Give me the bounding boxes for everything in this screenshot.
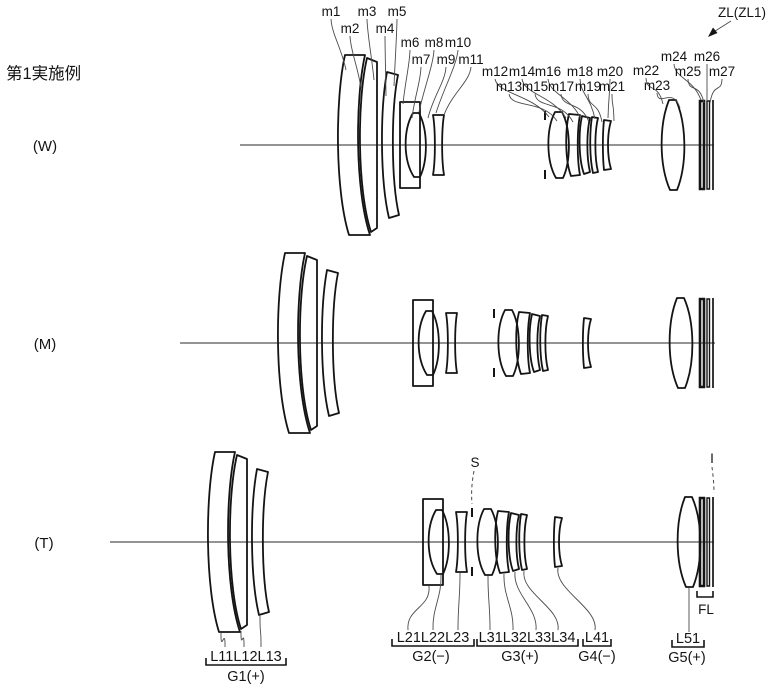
- system-label-arrowhead-icon: [708, 27, 718, 37]
- surface-label-m26: m26: [694, 49, 720, 64]
- lens-list-label-G4: L41: [585, 630, 609, 646]
- surface-label-m18: m18: [567, 64, 593, 79]
- surface-label-m5: m5: [388, 4, 407, 19]
- surface-label-m6: m6: [401, 35, 420, 50]
- surface-label-m19: m19: [575, 79, 601, 94]
- surface-leader-m21: [611, 93, 615, 122]
- surface-leader-m11: [443, 66, 472, 116]
- surface-leader-m15: [534, 93, 574, 123]
- surface-label-m13: m13: [496, 79, 522, 94]
- group-label-G4: G4(−): [578, 649, 615, 665]
- aperture-stop-leader: [471, 470, 475, 505]
- surface-label-m1: m1: [322, 4, 341, 19]
- group-bracket-G1: [205, 658, 287, 666]
- bottom-leader-L34: [523, 570, 559, 631]
- surface-leader-m13: [508, 93, 558, 122]
- bottom-leader-L22: [432, 574, 442, 631]
- surface-leader-m7: [411, 66, 422, 119]
- row-label-middle: (M): [34, 336, 57, 353]
- surface-label-m16: m16: [535, 64, 561, 79]
- surface-label-m14: m14: [509, 64, 536, 79]
- surface-leader-m25: [687, 78, 705, 104]
- surface-leader-m2: [349, 35, 362, 89]
- bottom-leader-L23: [457, 572, 461, 631]
- surface-label-m27: m27: [709, 64, 735, 79]
- group-label-G2: G2(−): [412, 649, 449, 665]
- surface-leader-m3: [366, 18, 375, 81]
- surface-leader-m4: [384, 35, 387, 97]
- group-label-G5: G5(+): [668, 650, 705, 666]
- surface-label-m17: m17: [548, 79, 574, 94]
- surface-label-m12: m12: [482, 64, 508, 79]
- bottom-leader-L32: [503, 573, 514, 631]
- row-label-wide: (W): [33, 138, 57, 155]
- surface-label-m11: m11: [458, 52, 483, 67]
- group-bracket-G4: [582, 639, 612, 647]
- bottom-leader-L11: [220, 632, 226, 648]
- surface-leader-m19: [587, 93, 603, 123]
- group-label-G3: G3(+): [501, 649, 538, 665]
- surface-label-m22: m22: [633, 63, 659, 78]
- filter-bracket: [696, 591, 714, 598]
- surface-leader-m24: [673, 63, 702, 101]
- aperture-stop-label: S: [470, 455, 479, 470]
- surface-label-m21: m21: [599, 79, 625, 94]
- surface-leader-m17: [560, 93, 590, 123]
- lens-list-label-G1: L11L12L13: [210, 649, 282, 665]
- image-plane-label: I: [710, 451, 714, 466]
- surface-label-m15: m15: [522, 79, 548, 94]
- bottom-leader-L21: [407, 585, 430, 631]
- surface-leader-m18: [579, 78, 596, 120]
- group-bracket-G5: [671, 640, 705, 648]
- surface-leader-m20: [607, 78, 611, 119]
- surface-label-m25: m25: [675, 64, 701, 79]
- bottom-leader-L41: [557, 567, 596, 631]
- bottom-leader-L13: [259, 615, 262, 648]
- surface-leader-m6: [402, 49, 411, 105]
- row-label-tele: (T): [34, 535, 53, 552]
- surface-label-m2: m2: [341, 21, 360, 36]
- surface-label-m8: m8: [425, 35, 444, 50]
- surface-leader-m1: [330, 18, 347, 71]
- surface-label-m23: m23: [644, 78, 670, 93]
- surface-label-m24: m24: [661, 49, 688, 64]
- group-label-G1: G1(+): [227, 669, 264, 685]
- surface-leader-m22: [645, 77, 664, 105]
- figure-title: 第1実施例: [6, 64, 81, 83]
- surface-label-m9: m9: [437, 52, 456, 67]
- surface-leader-m12: [494, 78, 550, 118]
- surface-label-m4: m4: [376, 21, 395, 36]
- surface-leader-m14: [521, 78, 567, 119]
- filter-label: FL: [698, 602, 714, 617]
- surface-leader-m8: [418, 49, 435, 113]
- bottom-leader-L33: [514, 571, 537, 631]
- surface-leader-m5: [393, 18, 398, 87]
- group-bracket-G2: [391, 639, 475, 647]
- lens-list-label-G3: L31L32L33L34: [479, 630, 576, 646]
- surface-leader-m10: [435, 49, 459, 114]
- surface-leader-m23: [656, 92, 681, 109]
- system-label: ZL(ZL1): [718, 5, 766, 20]
- surface-label-m7: m7: [412, 52, 431, 67]
- image-plane-leader: [711, 466, 715, 494]
- group-bracket-G3: [476, 639, 579, 647]
- lens-list-label-G2: L21L22L23: [397, 630, 470, 646]
- labels-layer: m1m2m3m4m5m6m7m8m9m10m11m12m13m14m15m16m…: [205, 4, 735, 685]
- bottom-leader-L12: [240, 630, 245, 648]
- surface-leader-m27: [709, 78, 723, 104]
- surface-label-m10: m10: [445, 35, 471, 50]
- lens-list-label-G5: L51: [676, 631, 700, 647]
- bottom-leader-L31: [487, 575, 491, 631]
- surface-label-m20: m20: [597, 64, 623, 79]
- surface-label-m3: m3: [358, 4, 377, 19]
- surface-leader-m9: [427, 66, 447, 119]
